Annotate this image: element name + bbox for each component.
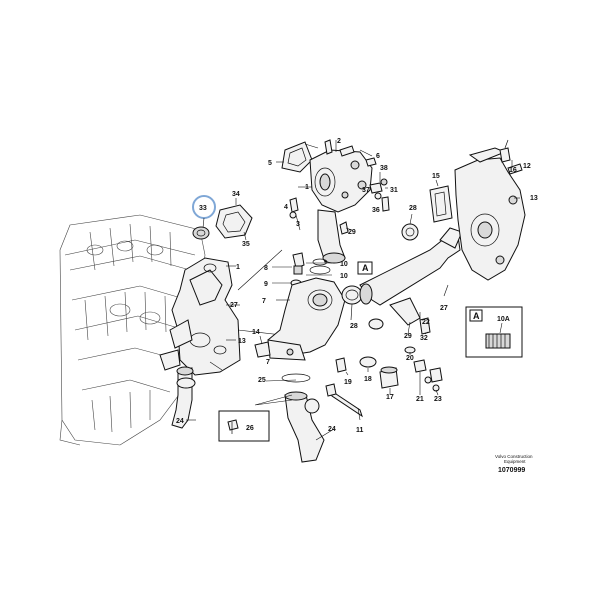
company-sub: Equipment xyxy=(504,459,526,464)
detail-box-10a: A 10A xyxy=(465,306,523,358)
label-4: 4 xyxy=(284,204,288,211)
label-26: 26 xyxy=(246,425,254,432)
label-12: 12 xyxy=(523,163,531,170)
label-31: 31 xyxy=(390,187,398,194)
company-name: Volvo Construction xyxy=(495,454,533,459)
label-27-engine: 27 xyxy=(230,302,238,309)
label-35: 35 xyxy=(242,241,250,248)
label-22: 22 xyxy=(422,319,430,326)
hose-24-center xyxy=(281,373,325,463)
label-28-upper: 28 xyxy=(409,205,417,212)
label-33: 33 xyxy=(199,205,207,212)
label-14: 14 xyxy=(252,329,260,336)
label-7-upper: 7 xyxy=(262,298,266,305)
pump-housing-13 xyxy=(454,139,526,281)
bolt-11 xyxy=(325,383,363,418)
label-13-right: 13 xyxy=(530,195,538,202)
label-20: 20 xyxy=(406,355,414,362)
oring-28-upper xyxy=(341,285,363,305)
label-5: 5 xyxy=(268,160,272,167)
label-16: 16 xyxy=(509,167,517,174)
label-1-engine: 1 xyxy=(236,264,240,271)
label-3: 3 xyxy=(296,221,300,228)
label-28-lower: 28 xyxy=(350,323,358,330)
lower-housing-7 xyxy=(254,277,346,361)
label-2: 2 xyxy=(337,138,341,145)
part-34-gasket xyxy=(215,198,253,241)
hose-24-left xyxy=(171,366,196,429)
label-27-pipe: 27 xyxy=(440,305,448,312)
part-labels: 1 1 2 3 4 5 6 7 7 8 9 10 10 11 12 13 13 … xyxy=(176,138,538,434)
callout-a-box: A xyxy=(357,261,373,275)
label-11: 11 xyxy=(356,427,364,434)
title-block: Volvo Construction Equipment 1070999 xyxy=(495,454,533,474)
label-1: 1 xyxy=(305,184,309,191)
label-34: 34 xyxy=(232,191,240,198)
label-21: 21 xyxy=(416,396,424,403)
leader-lines xyxy=(186,140,520,441)
label-29-lower: 29 xyxy=(404,333,412,340)
pipe-27 xyxy=(359,227,463,306)
label-9: 9 xyxy=(264,281,268,288)
label-15: 15 xyxy=(432,173,440,180)
label-19: 19 xyxy=(344,379,352,386)
label-8: 8 xyxy=(264,265,268,272)
label-24-left: 24 xyxy=(176,418,184,425)
label-23: 23 xyxy=(434,396,442,403)
oring-28-right xyxy=(401,223,419,241)
part-33-highlight xyxy=(192,195,216,240)
label-32: 32 xyxy=(420,335,428,342)
label-37: 37 xyxy=(362,187,370,194)
detail-10a-label: 10A xyxy=(497,316,510,323)
small-parts-row xyxy=(335,346,443,392)
label-6: 6 xyxy=(376,153,380,160)
engine-block xyxy=(59,214,206,446)
label-25: 25 xyxy=(258,377,266,384)
detail-box-26 xyxy=(218,410,270,442)
label-36: 36 xyxy=(372,207,380,214)
callout-a-label: A xyxy=(362,263,369,273)
label-38: 38 xyxy=(380,165,388,172)
label-7-lower: 7 xyxy=(266,359,270,366)
lower-connector xyxy=(368,297,431,335)
label-10-b: 10 xyxy=(340,273,348,280)
label-24-center: 24 xyxy=(328,426,336,433)
label-29-upper: 29 xyxy=(348,229,356,236)
label-10-a: 10 xyxy=(340,261,348,268)
drawing-number: 1070999 xyxy=(498,467,525,474)
gasket-15 xyxy=(429,185,453,223)
detail-a-label: A xyxy=(473,311,480,321)
label-13-engine: 13 xyxy=(238,338,246,345)
upper-housing xyxy=(281,139,390,264)
engine-thermostat-housing xyxy=(159,257,241,376)
label-18: 18 xyxy=(364,376,372,383)
label-17: 17 xyxy=(386,394,394,401)
